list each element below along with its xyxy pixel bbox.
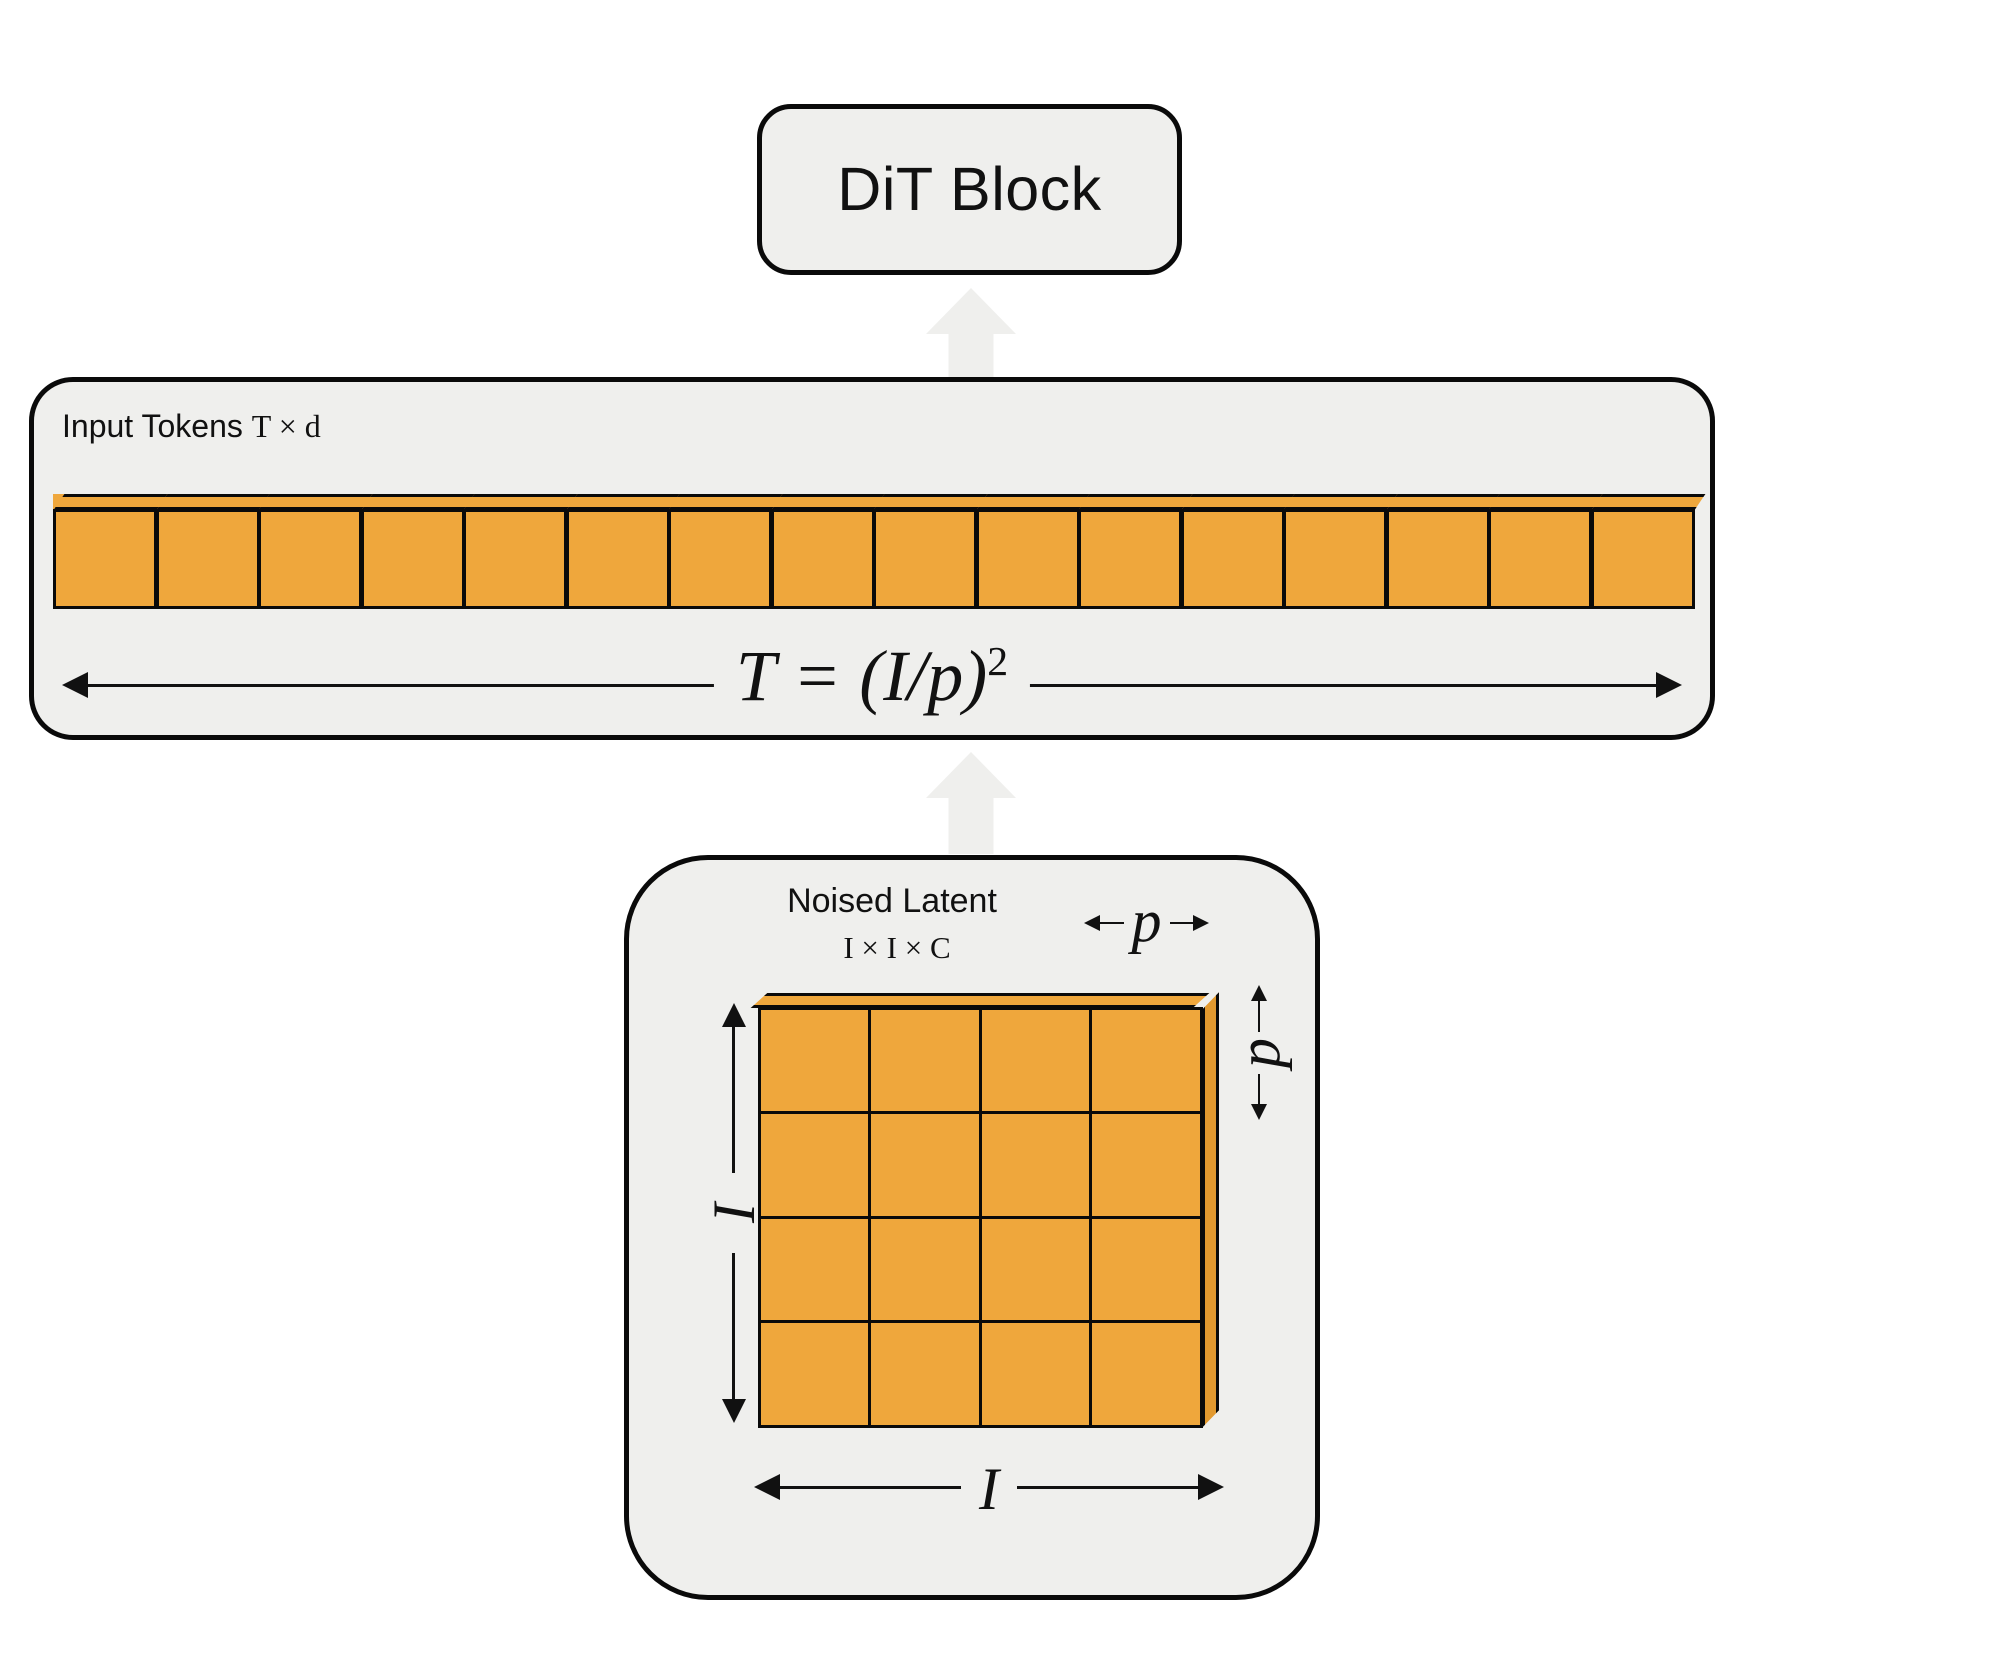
latent-patch-cell[interactable]: [1089, 1006, 1203, 1114]
token-top-face: [668, 494, 782, 510]
dit-block-label: DiT Block: [837, 155, 1102, 223]
token-count-dimension: T = (I/p)2: [62, 640, 1682, 726]
token-top-face: [1283, 494, 1397, 510]
arrow-head: [926, 752, 1016, 798]
patch-height-label: p: [1226, 1031, 1292, 1074]
dim-arrowhead-right: [1656, 672, 1682, 698]
dit-block-node[interactable]: DiT Block: [757, 104, 1182, 275]
latent-patch-cell[interactable]: [757, 1111, 871, 1219]
patch-width-dimension: p: [1084, 888, 1209, 960]
arrow-tokens-to-dit-icon: [925, 288, 1017, 382]
dim-arrowhead-up: [721, 1003, 746, 1027]
latent-width-dimension: I: [754, 1454, 1224, 1524]
dim-arrowhead-down: [721, 1399, 746, 1423]
latent-patch-cell[interactable]: [978, 1111, 1092, 1219]
token-cell[interactable]: [1078, 509, 1182, 609]
latent-patch-cell[interactable]: [1089, 1111, 1203, 1219]
token-top-face: [53, 494, 167, 510]
token-cell[interactable]: [873, 509, 977, 609]
token-cell[interactable]: [1590, 509, 1695, 609]
dim-arrowhead-left: [1084, 915, 1100, 931]
latent-patch-grid[interactable]: [750, 992, 1219, 1433]
arrow-latent-to-tokens-icon: [925, 752, 1017, 854]
dim-arrowhead-left: [62, 672, 88, 698]
latent-patch-cell[interactable]: [868, 1111, 982, 1219]
dim-line-upper: [732, 1025, 735, 1173]
patch-height-dimension: p: [1223, 985, 1295, 1120]
dim-arrowhead-up: [1251, 985, 1267, 1001]
input-tokens-title-text: Input Tokens: [62, 408, 252, 444]
token-cell[interactable]: [360, 509, 465, 609]
token-cell[interactable]: [565, 509, 670, 609]
token-top-face: [976, 494, 1090, 510]
dim-line-lower: [732, 1253, 735, 1401]
latent-cells-container: [757, 1006, 1203, 1428]
latent-patch-cell[interactable]: [978, 1320, 1092, 1428]
token-top-face: [361, 494, 475, 510]
latent-patch-cell[interactable]: [868, 1215, 982, 1323]
token-top-face: [1591, 494, 1705, 510]
token-top-face: [566, 494, 680, 510]
token-cell[interactable]: [668, 509, 772, 609]
arrow-shaft: [948, 796, 994, 854]
dim-arrowhead-right: [1193, 915, 1209, 931]
latent-patch-cell[interactable]: [868, 1320, 982, 1428]
token-top-face: [1078, 494, 1192, 510]
token-cell[interactable]: [155, 509, 260, 609]
token-cell[interactable]: [770, 509, 875, 609]
noised-latent-title: Noised Latent: [787, 882, 997, 920]
token-count-formula: T = (I/p)2: [713, 639, 1031, 712]
formula-exponent: 2: [987, 639, 1009, 685]
token-cell[interactable]: [1180, 509, 1285, 609]
input-tokens-panel[interactable]: Input Tokens T × d T = (I/p)2: [29, 377, 1715, 740]
token-cell[interactable]: [1488, 509, 1592, 609]
latent-patch-cell[interactable]: [757, 1006, 871, 1114]
latent-patch-cell[interactable]: [757, 1215, 871, 1323]
latent-patch-cell[interactable]: [978, 1215, 1092, 1323]
latent-patch-cell[interactable]: [978, 1006, 1092, 1114]
patch-width-label: p: [1123, 891, 1170, 952]
token-top-face: [771, 494, 885, 510]
latent-width-label: I: [961, 1459, 1017, 1519]
latent-patch-cell[interactable]: [1089, 1215, 1203, 1323]
input-tokens-title-math: T × d: [251, 408, 321, 444]
latent-patch-cell[interactable]: [757, 1320, 871, 1428]
input-tokens-title: Input Tokens T × d: [62, 408, 321, 445]
dim-arrowhead-left: [754, 1474, 780, 1500]
latent-patch-cell[interactable]: [868, 1006, 982, 1114]
dim-arrowhead-right: [1198, 1474, 1224, 1500]
token-cell[interactable]: [258, 509, 362, 609]
token-top-face: [258, 494, 372, 510]
token-top-face: [1386, 494, 1500, 510]
token-cell[interactable]: [53, 509, 157, 609]
token-top-face: [1181, 494, 1295, 510]
token-cell[interactable]: [1385, 509, 1490, 609]
token-strip: [53, 494, 1705, 609]
noised-latent-panel[interactable]: Noised Latent I × I × C I I: [624, 855, 1320, 1600]
arrow-shaft: [948, 332, 994, 382]
token-cell[interactable]: [463, 509, 567, 609]
formula-base: T = (I/p): [735, 636, 988, 716]
arrow-head: [926, 288, 1016, 334]
latent-grid-right-face: [1202, 992, 1219, 1428]
token-cell[interactable]: [975, 509, 1080, 609]
latent-height-dimension: I: [700, 1003, 768, 1423]
token-top-face: [463, 494, 577, 510]
token-top-face: [156, 494, 270, 510]
noised-latent-dims: I × I × C: [843, 930, 951, 965]
latent-patch-cell[interactable]: [1089, 1320, 1203, 1428]
token-top-face: [873, 494, 987, 510]
token-top-face: [1488, 494, 1602, 510]
dim-arrowhead-down: [1251, 1104, 1267, 1120]
token-cell[interactable]: [1283, 509, 1387, 609]
